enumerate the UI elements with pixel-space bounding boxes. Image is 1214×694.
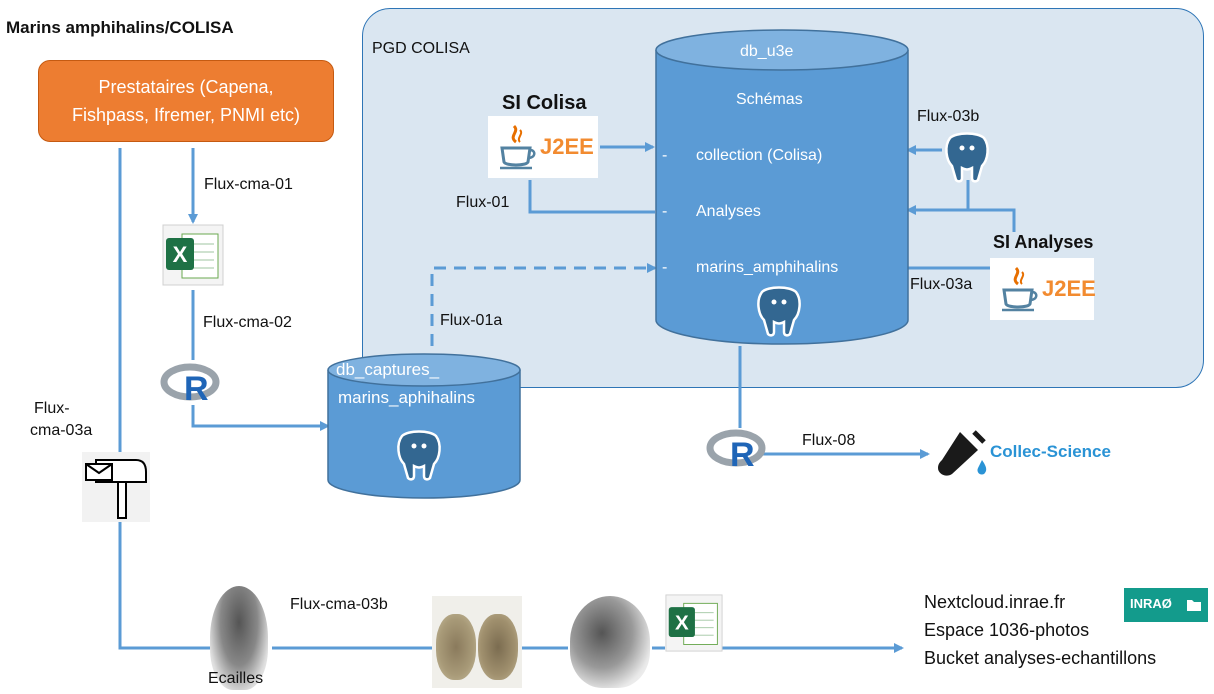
- j2ee-label: J2EE: [1042, 276, 1096, 301]
- db-captures-line2: marins_aphihalins: [338, 388, 476, 407]
- diagram-title: Marins amphihalins/COLISA: [6, 18, 234, 37]
- flux-01-line: [528, 180, 655, 214]
- db-u3e-label: db_u3e: [740, 43, 794, 60]
- schema-dash-1: -: [662, 147, 668, 164]
- flux-cma-03b-label: Flux-cma-03b: [290, 596, 388, 613]
- schema-marins-amphihalins: marins_amphihalins: [696, 259, 839, 276]
- folder-icon: [1187, 600, 1201, 611]
- svg-text:X: X: [675, 612, 689, 635]
- flux-01-label: Flux-01: [456, 194, 510, 211]
- prestataires-line1: Prestataires (Capena,: [98, 77, 274, 97]
- schema-collection: collection (Colisa): [696, 147, 823, 164]
- prestataires-line2: Fishpass, Ifremer, PNMI etc): [71, 105, 301, 125]
- scale-photos-image: [432, 596, 522, 688]
- flux-cma-01-label: Flux-cma-01: [204, 176, 293, 193]
- j2ee-label: J2EE: [540, 134, 594, 159]
- scale-photo-right: [478, 614, 518, 680]
- flux-cma-03a-label-1: Flux-: [34, 400, 70, 417]
- flux-cma-03a-line: [118, 148, 210, 650]
- flux-08-label: Flux-08: [802, 432, 856, 449]
- si-colisa-label: SI Colisa: [502, 92, 587, 114]
- java-j2ee-card: J2EE: [990, 258, 1096, 320]
- inrae-logo-text: INRAØ: [1130, 596, 1172, 611]
- si-analyses-arrow: [906, 205, 1016, 232]
- schema-analyses: Analyses: [696, 203, 761, 220]
- collec-science-label: Collec-Science: [990, 442, 1111, 461]
- flux-03b-label: Flux-03b: [917, 108, 980, 125]
- java-icon: [1002, 266, 1038, 312]
- flux-cma-02-label: Flux-cma-02: [203, 314, 292, 331]
- schemas-title: Schémas: [736, 91, 803, 108]
- postgresql-icon: [945, 132, 989, 183]
- nextcloud-line-1: Nextcloud.inrae.fr: [924, 592, 1066, 612]
- scale-image: [210, 586, 268, 690]
- schema-dash-3: -: [662, 259, 668, 276]
- r-logo: R: [706, 428, 776, 474]
- db-captures-line1: db_captures_: [336, 360, 440, 379]
- mailbox-icon: [82, 452, 150, 522]
- r-letter: R: [184, 370, 209, 408]
- r-letter: R: [730, 436, 755, 474]
- scale-photo-left: [436, 614, 476, 680]
- db-u3e-cylinder: [655, 29, 909, 345]
- r-logo-ring: [160, 363, 220, 401]
- si-analyses-label: SI Analyses: [993, 232, 1094, 252]
- flux-cma-03a-label-2: cma-03a: [30, 422, 93, 439]
- excel-icon: X: [665, 594, 723, 652]
- ecailles-label: Ecailles: [208, 670, 264, 687]
- java-j2ee-card: J2EE: [488, 116, 598, 178]
- postgresql-icon: [397, 430, 441, 481]
- pgd-colisa-label: PGD COLISA: [372, 40, 470, 57]
- java-icon: [500, 124, 536, 170]
- schema-dash-2: -: [662, 203, 668, 220]
- postgresql-icon: [757, 286, 801, 337]
- r-logo-ring: [706, 429, 766, 467]
- nextcloud-line-3: Bucket analyses-echantillons: [924, 648, 1157, 668]
- scale-measurement-image: [570, 596, 650, 688]
- test-tube-icon: [938, 430, 987, 476]
- r-logo: R: [160, 362, 230, 408]
- svg-text:X: X: [173, 242, 188, 267]
- inrae-logo: INRAØ: [1124, 588, 1208, 622]
- prestataires-box: Prestataires (Capena, Fishpass, Ifremer,…: [38, 60, 334, 142]
- excel-icon: X: [162, 224, 224, 286]
- flux-01a-label: Flux-01a: [440, 312, 503, 329]
- flux-03a-label: Flux-03a: [910, 276, 973, 293]
- r-to-captures-arrow: [191, 405, 330, 431]
- flux-01a-line: [430, 263, 657, 366]
- nextcloud-line-2: Espace 1036-photos: [924, 620, 1090, 640]
